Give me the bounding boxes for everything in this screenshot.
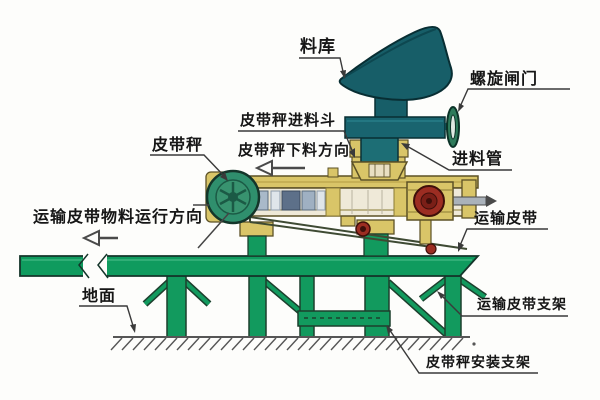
drive-shaft [451,195,497,207]
feed-pipe-shape [360,135,399,163]
storage-hopper-funnel [338,26,453,121]
scale-feed-hopper-assembly [349,135,409,181]
ground-hatching [110,336,476,351]
label-transport-belt-support: 运输皮带支架 [477,297,567,313]
label-transport-belt: 运输皮带 [474,209,539,227]
belt-rollers [251,190,326,211]
label-ground: 地面 [82,286,117,305]
discharge-direction-arrow-icon [254,159,305,177]
belt-break-symbol [78,253,109,279]
label-scale-feed-hopper: 皮带秤进料斗 [240,111,337,129]
transport-belt-support-legs [142,275,487,338]
spiral-gate-handwheel [344,106,460,148]
label-spiral-gate: 螺旋闸门 [470,69,539,88]
transport-belt [19,253,481,279]
scale-mounting-frame [297,275,391,338]
weigh-drum [205,169,261,225]
callout-leader-lines [79,57,570,374]
label-scale-discharge-direction: 皮带秤下料方向 [238,141,351,159]
label-storage-hopper: 料库 [300,37,336,57]
drive-pulley [406,181,454,221]
label-feed-pipe: 进料管 [452,149,504,168]
label-scale-mounting-support: 皮带秤安装支架 [426,355,531,371]
label-belt-scale: 皮带秤 [152,135,204,154]
callout-arrowheads [130,70,464,334]
mechanism-detail-lines [193,204,230,249]
label-belt-material-direction: 运输皮带物料运行方向 [33,207,204,226]
material-flow-arrow-icon [81,229,118,247]
belt-scale-conveyor [205,167,497,225]
